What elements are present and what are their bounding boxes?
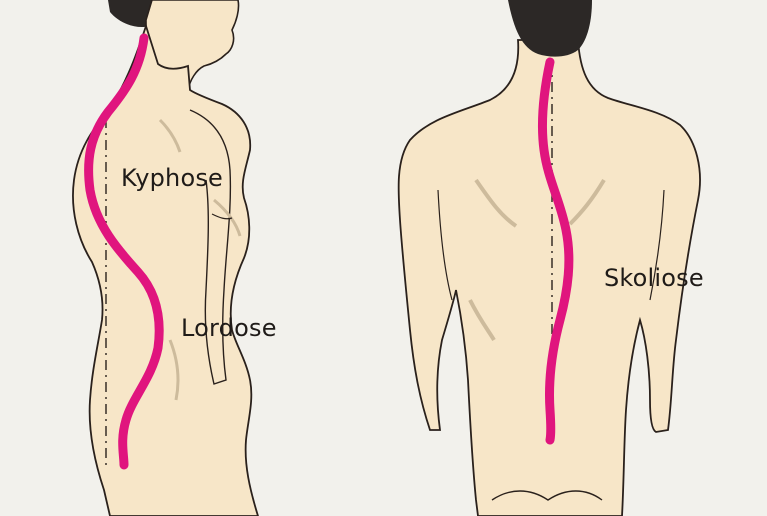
side-figure-body	[73, 26, 258, 516]
label-lordose: Lordose	[181, 316, 277, 340]
back-view-figure	[399, 0, 700, 516]
label-skoliose: Skoliose	[604, 266, 704, 290]
label-kyphose: Kyphose	[121, 166, 223, 190]
side-view-figure	[73, 0, 258, 516]
